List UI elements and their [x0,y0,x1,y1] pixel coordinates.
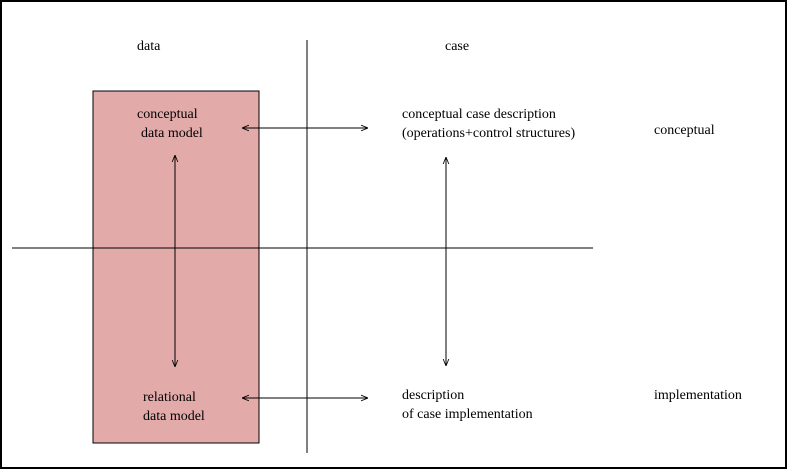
conceptual-case-description-line1: conceptual case description [402,107,556,122]
conceptual-data-model-line1: conceptual [137,107,198,122]
case-column-header: case [445,39,470,54]
relational-data-model-line2: data model [143,409,205,424]
conceptual-data-model-line2: data model [141,126,203,141]
case-implementation-line1: description [402,388,465,403]
relational-data-model-line1: relational [143,390,196,405]
conceptual-row-label: conceptual [654,123,715,138]
conceptual-case-description-line2: (operations+control structures) [402,126,576,141]
implementation-row-label: implementation [654,388,742,403]
data-column-header: data [137,39,161,54]
case-implementation-line2: of case implementation [402,407,533,422]
